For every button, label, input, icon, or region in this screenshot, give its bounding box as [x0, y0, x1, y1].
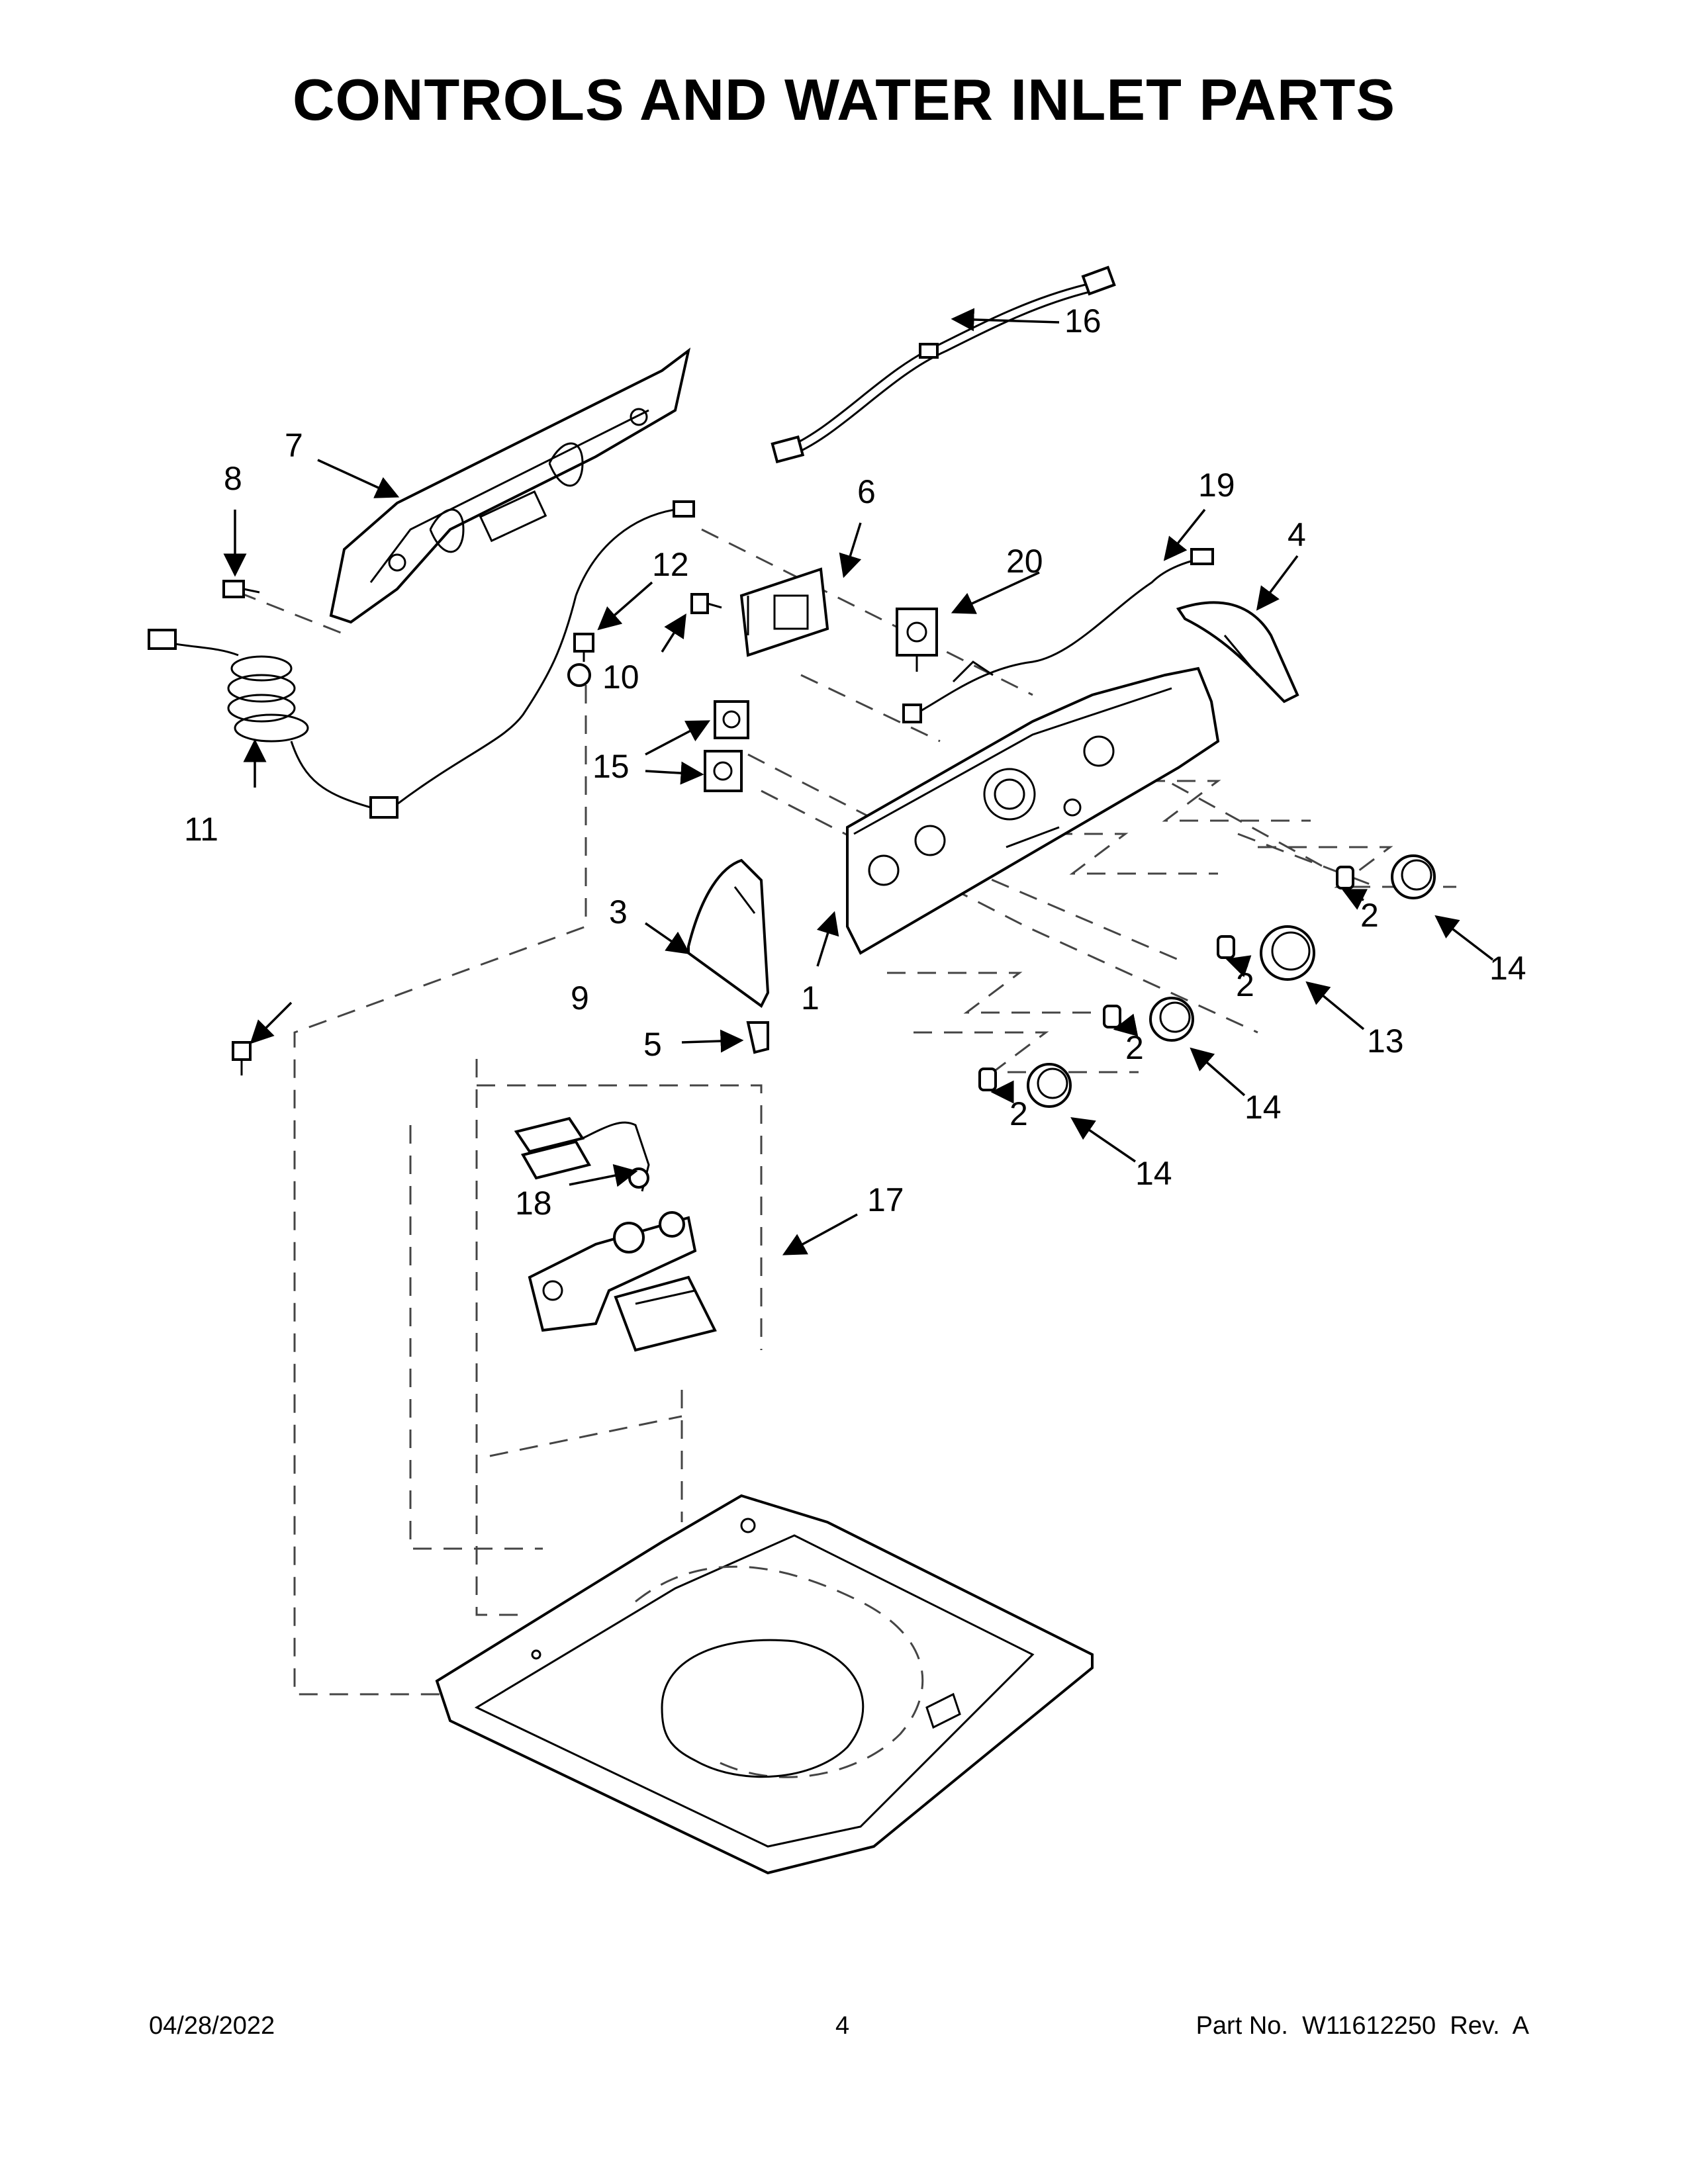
footer-part-number: Part No. W11612250 Rev. A	[1196, 2012, 1529, 2040]
clip-5[interactable]	[746, 1021, 769, 1054]
callout-14b: 14	[1244, 1089, 1282, 1126]
footer-date: 04/28/2022	[149, 2012, 275, 2040]
callout-13: 13	[1367, 1023, 1404, 1060]
callout-18: 18	[515, 1185, 552, 1222]
callout-20: 20	[1006, 543, 1043, 580]
screw-9[interactable]	[232, 1041, 252, 1075]
callout-16: 16	[1064, 302, 1102, 340]
switch-20[interactable]	[896, 608, 938, 672]
callout-4: 4	[1288, 516, 1306, 553]
callout-2a: 2	[1360, 897, 1379, 934]
callout-14a: 14	[1489, 950, 1526, 987]
callout-11: 11	[184, 811, 218, 848]
ground-screw-12[interactable]	[573, 633, 594, 662]
power-cord-11[interactable]	[148, 500, 695, 819]
callout-19: 19	[1198, 467, 1235, 504]
callout-2b: 2	[1236, 966, 1254, 1003]
callout-14c: 14	[1135, 1155, 1172, 1192]
callout-1: 1	[801, 979, 820, 1017]
water-inlet-valve-17[interactable]	[528, 1211, 717, 1352]
cabinet-top-base	[435, 1494, 1094, 1875]
control-board-6[interactable]	[739, 567, 829, 657]
page-title: CONTROLS AND WATER INLET PARTS	[292, 67, 1396, 132]
callout-6: 6	[857, 473, 876, 510]
console-1[interactable]	[846, 666, 1220, 955]
wire-harness-16[interactable]	[771, 265, 1116, 464]
callout-2d: 2	[1009, 1095, 1028, 1132]
leader-arrows	[223, 308, 1494, 1255]
callout-9: 9	[571, 979, 589, 1017]
end-cap-left-3[interactable]	[687, 858, 770, 1009]
callout-3: 3	[609, 893, 628, 931]
console-rear-panel-7[interactable]	[329, 347, 691, 624]
callout-10: 10	[602, 659, 639, 696]
callout-7: 7	[285, 427, 303, 464]
wire-harness-18[interactable]	[514, 1116, 650, 1192]
footer-page-number: 4	[835, 2012, 850, 2040]
screw-8[interactable]	[222, 580, 260, 598]
callout-17: 17	[867, 1181, 904, 1218]
callout-labels: 16 7 8 6 19 20 4 12 10 11 15 3 1 9 5 2 1…	[184, 302, 1526, 1222]
callout-15: 15	[592, 748, 630, 785]
callout-12: 12	[652, 546, 689, 583]
callout-8: 8	[224, 460, 242, 497]
knobs[interactable]	[1027, 854, 1436, 1108]
callout-2c: 2	[1125, 1029, 1144, 1066]
screw-10[interactable]	[690, 593, 722, 614]
callout-5: 5	[643, 1026, 662, 1063]
end-cap-right-4[interactable]	[1176, 601, 1299, 704]
switches-15[interactable]	[704, 700, 749, 792]
wire-harness-19[interactable]	[902, 548, 1214, 723]
